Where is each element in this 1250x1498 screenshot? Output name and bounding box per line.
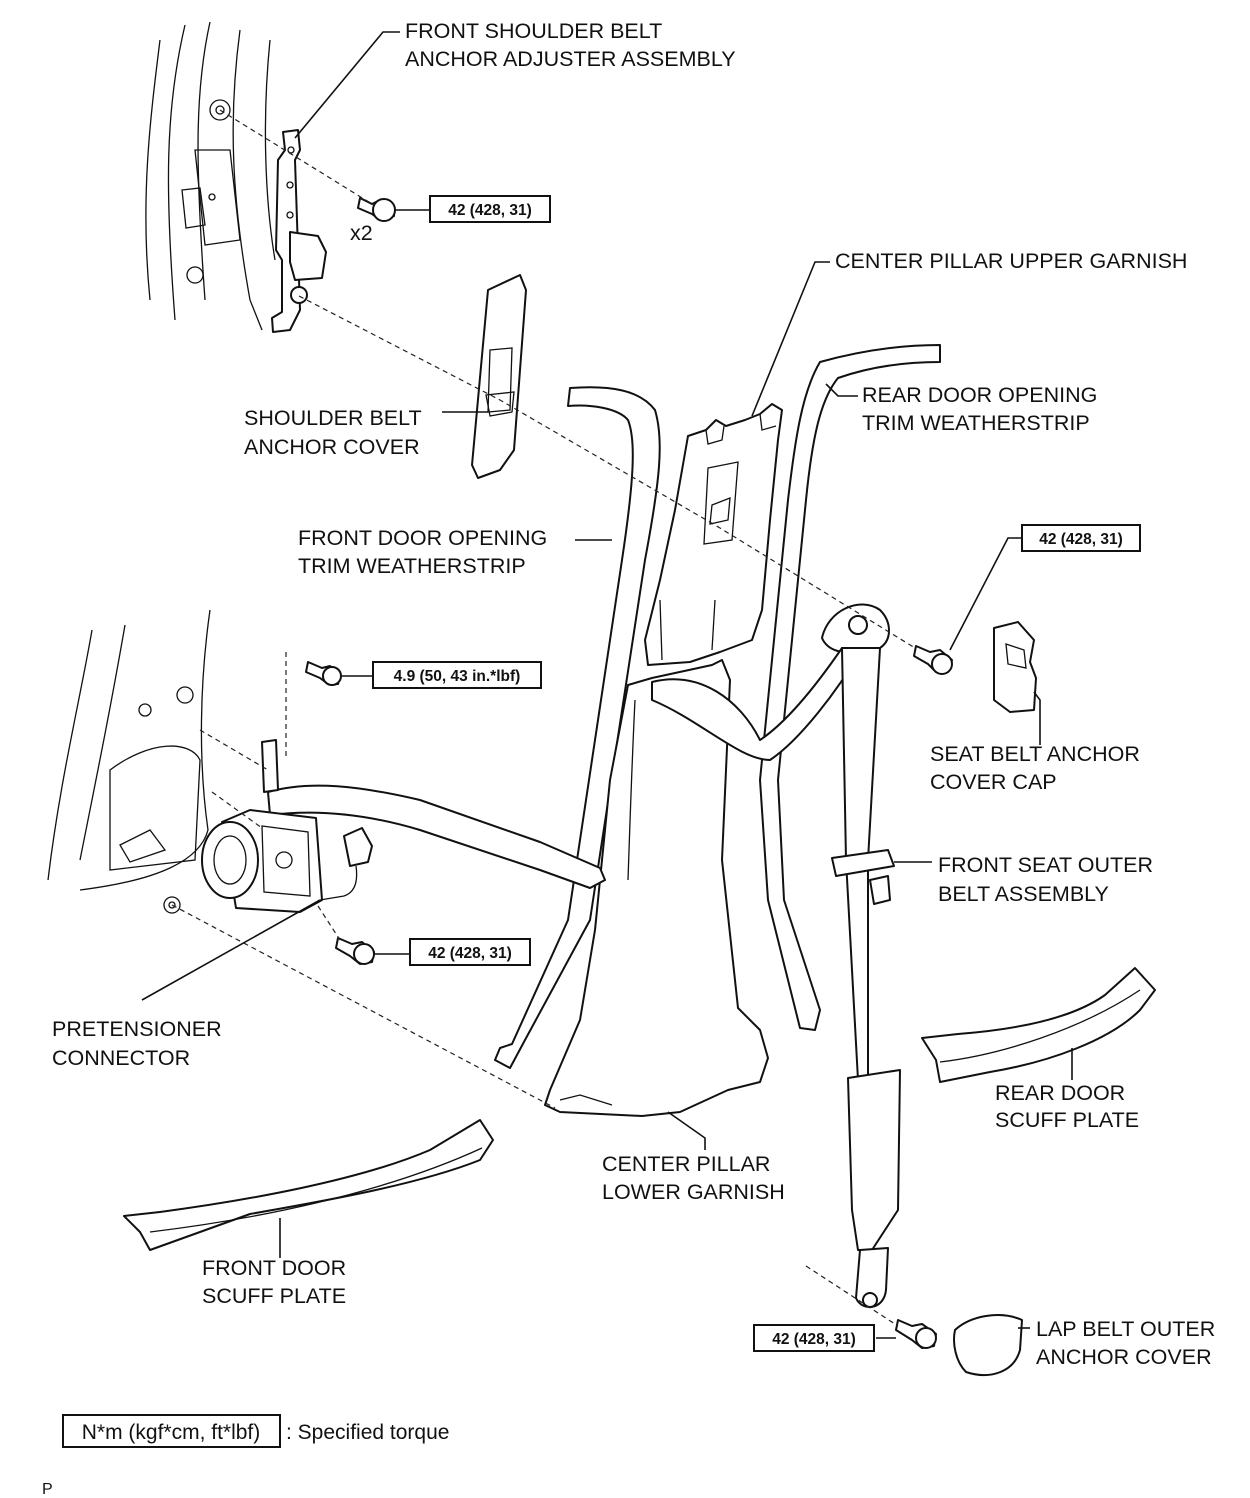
legend-text: : Specified torque <box>286 1421 449 1444</box>
label-cover-cap: SEAT BELT ANCHOR <box>930 742 1140 766</box>
alignment-lines <box>171 109 916 1327</box>
front-door-scuff-plate <box>123 1119 494 1251</box>
seat-belt-retractor <box>201 739 323 913</box>
label-front-weatherstrip: FRONT DOOR OPENING <box>298 526 547 550</box>
label-outer-belt: BELT ASSEMBLY <box>938 882 1109 906</box>
torque-specs: 42 (428, 31) 42 (428, 31) 4.9 (50, 43 in… <box>372 195 1141 1352</box>
label-shoulder-cover: SHOULDER BELT <box>244 406 422 430</box>
label-lap-cover: ANCHOR COVER <box>1036 1345 1212 1369</box>
front-seat-outer-belt <box>267 603 901 1308</box>
label-lap-cover: LAP BELT OUTER <box>1036 1317 1215 1341</box>
anchor-bolt <box>913 645 953 675</box>
torque-legend: N*m (kgf*cm, ft*lbf) : Specified torque <box>62 1414 449 1448</box>
body-pillar-lower <box>47 609 211 914</box>
retractor-small-bolt <box>305 661 342 686</box>
label-cover-cap: COVER CAP <box>930 770 1057 794</box>
label-rear-scuff: REAR DOOR <box>995 1081 1125 1105</box>
corner-mark: P <box>42 1481 53 1498</box>
label-shoulder-adjuster: ANCHOR ADJUSTER ASSEMBLY <box>405 47 736 71</box>
label-rear-weatherstrip: TRIM WEATHERSTRIP <box>862 411 1090 435</box>
shoulder-belt-anchor-cover <box>471 274 527 479</box>
seat-belt-anchor-cover-cap <box>993 621 1037 713</box>
pretensioner-connector <box>319 827 373 901</box>
torque-anchor-bolt: 42 (428, 31) <box>1039 531 1123 548</box>
leader-lines <box>141 31 1073 1339</box>
label-pretensioner: CONNECTOR <box>52 1046 190 1070</box>
legend-unit-box: N*m (kgf*cm, ft*lbf) <box>82 1421 261 1444</box>
label-rear-scuff: SCUFF PLATE <box>995 1108 1139 1132</box>
center-pillar-upper-garnish <box>644 403 783 666</box>
label-outer-belt: FRONT SEAT OUTER <box>938 853 1153 877</box>
label-front-weatherstrip: TRIM WEATHERSTRIP <box>298 554 526 578</box>
label-x2: x2 <box>350 221 373 245</box>
adjuster-bolt <box>357 197 396 222</box>
front-door-weatherstrip <box>494 386 661 1069</box>
label-center-pillar-upper: CENTER PILLAR UPPER GARNISH <box>835 249 1187 273</box>
label-shoulder-adjuster: FRONT SHOULDER BELT <box>405 19 662 43</box>
label-center-pillar-lower: CENTER PILLAR <box>602 1152 770 1176</box>
label-shoulder-cover: ANCHOR COVER <box>244 435 420 459</box>
label-rear-weatherstrip: REAR DOOR OPENING <box>862 383 1097 407</box>
center-pillar-lower-garnish <box>544 659 769 1117</box>
torque-retractor-bolt: 42 (428, 31) <box>428 945 512 962</box>
lap-anchor-bolt <box>895 1319 937 1349</box>
label-pretensioner: PRETENSIONER <box>52 1017 222 1041</box>
torque-lap-bolt: 42 (428, 31) <box>772 1331 856 1348</box>
label-front-scuff: FRONT DOOR <box>202 1256 346 1280</box>
body-pillar-upper <box>145 21 276 331</box>
part-labels: FRONT SHOULDER BELT ANCHOR ADJUSTER ASSE… <box>52 19 1215 1369</box>
rear-door-scuff-plate <box>921 967 1156 1083</box>
torque-adjuster-bolt: 42 (428, 31) <box>448 202 532 219</box>
retractor-bolt <box>335 937 375 965</box>
rear-door-weatherstrip <box>759 344 941 1031</box>
lap-belt-outer-anchor-cover <box>953 1314 1023 1376</box>
torque-retractor-small-bolt: 4.9 (50, 43 in.*lbf) <box>394 668 521 685</box>
shoulder-belt-anchor-adjuster <box>271 129 327 333</box>
label-center-pillar-lower: LOWER GARNISH <box>602 1180 785 1204</box>
label-front-scuff: SCUFF PLATE <box>202 1284 346 1308</box>
